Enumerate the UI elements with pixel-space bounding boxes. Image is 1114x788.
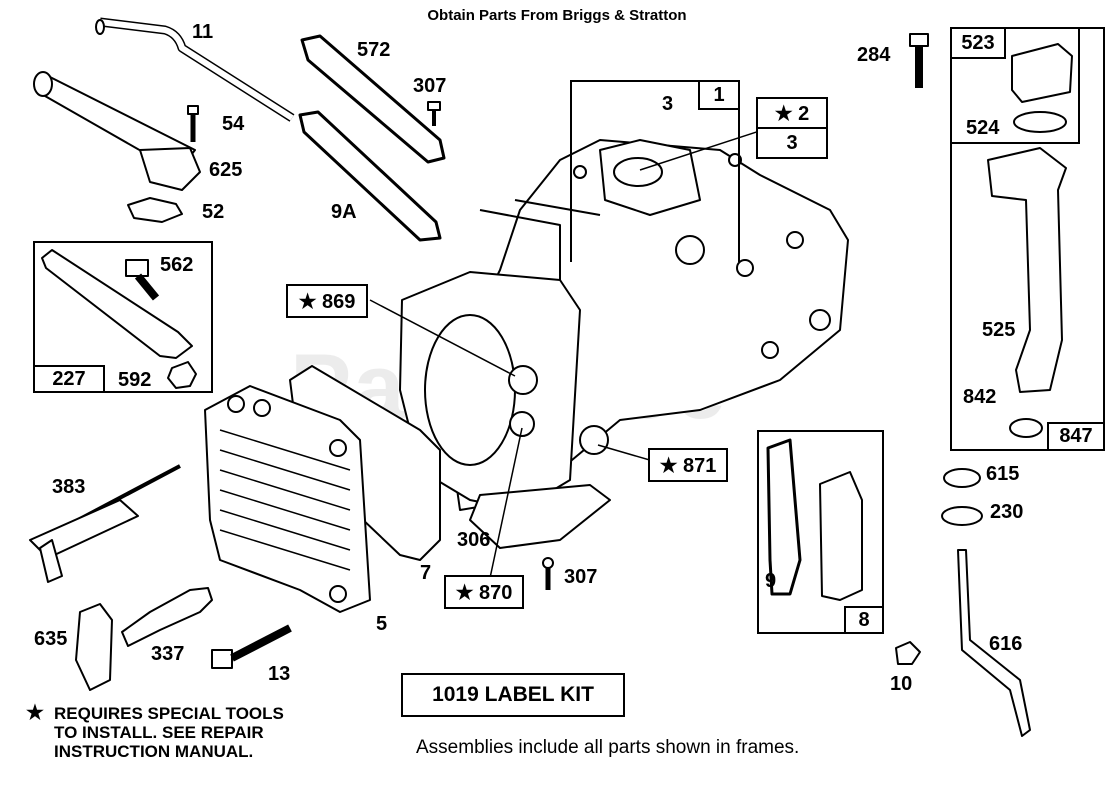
label-5: 5 <box>376 613 388 635</box>
box-8: 8 <box>844 606 884 634</box>
box-227: 227 <box>33 365 105 393</box>
note-line-3: INSTRUCTION MANUAL. <box>54 742 254 761</box>
part-615-seal <box>943 468 981 488</box>
part-306-gasket <box>469 484 611 549</box>
label-635: 635 <box>34 628 68 650</box>
label-592: 592 <box>118 369 152 391</box>
part-625-breather <box>33 71 201 191</box>
part-227-bracket <box>41 249 193 359</box>
label-9a: 9A <box>331 201 357 223</box>
label-625: 625 <box>209 159 243 181</box>
label-7: 7 <box>420 562 432 584</box>
label-615: 615 <box>986 463 1020 485</box>
box-869: ★ 869 <box>286 284 368 318</box>
label-842: 842 <box>963 386 997 408</box>
part-307-screw-lower <box>542 557 554 590</box>
part-54-screw <box>187 105 199 142</box>
note-line-2: TO INSTALL. SEE REPAIR <box>54 723 264 742</box>
label-3-a: 3 <box>662 93 674 115</box>
box-871: ★ 871 <box>648 448 728 482</box>
label-524: 524 <box>966 117 1000 139</box>
part-572-gasket <box>300 34 446 164</box>
box-3: 3 <box>756 127 828 159</box>
part-592-nut <box>167 361 197 389</box>
frame-8 <box>757 430 884 634</box>
label-230: 230 <box>990 501 1024 523</box>
label-307-top: 307 <box>413 75 447 97</box>
diagram-header: Obtain Parts From Briggs & Stratton <box>427 7 687 24</box>
label-10: 10 <box>890 673 913 695</box>
part-9a-gasket <box>298 110 442 242</box>
label-616: 616 <box>989 633 1023 655</box>
part-10-bolt <box>895 641 921 665</box>
part-383-tool <box>29 464 181 583</box>
frame-1 <box>570 80 740 262</box>
part-13-bolt <box>211 624 292 669</box>
engine-block <box>399 139 849 511</box>
label-284: 284 <box>857 44 891 66</box>
label-306: 306 <box>457 529 491 551</box>
part-337-spark-plug <box>121 587 213 647</box>
label-525: 525 <box>982 319 1016 341</box>
part-616-rod <box>957 549 1031 737</box>
frame-227 <box>33 241 213 393</box>
note-line-1: REQUIRES SPECIAL TOOLS <box>54 704 284 723</box>
part-230-washer <box>941 506 983 526</box>
part-5-cylinder-head <box>204 385 371 613</box>
part-307-screw-top <box>427 101 441 126</box>
star-icon: ★ <box>26 702 44 724</box>
label-13: 13 <box>268 663 291 685</box>
label-337: 337 <box>151 643 185 665</box>
part-523-cap <box>1011 43 1073 133</box>
box-2: ★ 2 <box>756 97 828 129</box>
label-9: 9 <box>765 570 777 592</box>
frame-523 <box>950 27 1080 144</box>
box-1: 1 <box>698 80 740 110</box>
label-52: 52 <box>202 201 225 223</box>
note-text: REQUIRES SPECIAL TOOLS TO INSTALL. SEE R… <box>54 704 284 761</box>
part-11-tube <box>95 17 295 122</box>
part-284-bolt <box>909 33 929 88</box>
part-635-boot <box>75 603 113 691</box>
box-847: 847 <box>1047 422 1105 451</box>
label-572: 572 <box>357 39 391 61</box>
label-kit-box: 1019 LABEL KIT <box>401 673 625 717</box>
label-54: 54 <box>222 113 245 135</box>
part-52-gasket <box>127 197 183 223</box>
box-523: 523 <box>950 27 1006 59</box>
box-870: ★ 870 <box>444 575 524 609</box>
label-11: 11 <box>192 21 214 43</box>
label-383: 383 <box>52 476 86 498</box>
part-562-bolt <box>125 259 160 301</box>
label-562: 562 <box>160 254 194 276</box>
part-525-tube <box>987 147 1067 438</box>
label-307-lower: 307 <box>564 566 598 588</box>
part-9-breather <box>766 438 863 601</box>
assemblies-note: Assemblies include all parts shown in fr… <box>416 737 800 758</box>
